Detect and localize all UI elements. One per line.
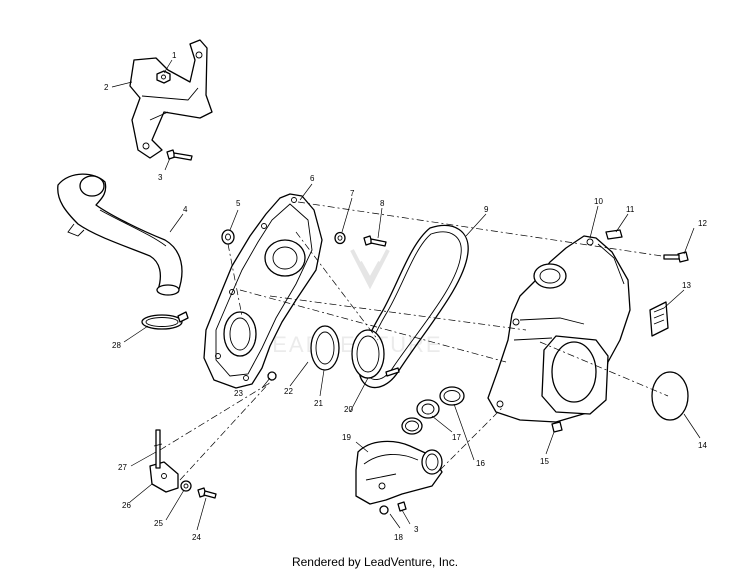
coupling-part-17[interactable] bbox=[416, 399, 440, 419]
seal-part-22[interactable] bbox=[310, 325, 340, 371]
callout-22: 22 bbox=[284, 387, 293, 396]
hex-nut-part-1[interactable] bbox=[156, 70, 171, 84]
callout-4: 4 bbox=[183, 205, 188, 214]
screw-part-20[interactable] bbox=[385, 367, 400, 377]
clamp-part-16-upper[interactable] bbox=[439, 386, 465, 406]
screw-part-3-lower[interactable] bbox=[397, 501, 407, 512]
washer-part-18[interactable] bbox=[379, 505, 389, 515]
callout-16: 16 bbox=[476, 459, 485, 468]
watermark-text: LEADVENTURE bbox=[258, 332, 443, 357]
callout-5: 5 bbox=[236, 199, 241, 208]
inner-cover-plate[interactable] bbox=[203, 193, 323, 389]
callout-15: 15 bbox=[540, 457, 549, 466]
callout-23: 23 bbox=[234, 389, 243, 398]
gasket-part-14[interactable] bbox=[651, 371, 689, 421]
hose-clamp-part-28[interactable] bbox=[141, 311, 189, 330]
callout-3-lower: 3 bbox=[414, 525, 419, 534]
assembly-lines bbox=[159, 201, 669, 481]
screw-part-15[interactable] bbox=[551, 421, 563, 433]
callout-27: 27 bbox=[118, 463, 127, 472]
callout-2: 2 bbox=[104, 83, 109, 92]
callout-6: 6 bbox=[310, 174, 315, 183]
outer-clutch-cover[interactable] bbox=[487, 235, 631, 423]
callout-8: 8 bbox=[380, 199, 385, 208]
callout-7: 7 bbox=[350, 189, 355, 198]
callout-25: 25 bbox=[154, 519, 163, 528]
callout-18: 18 bbox=[394, 533, 403, 542]
outlet-duct[interactable] bbox=[355, 440, 443, 505]
clip-part-27[interactable] bbox=[153, 429, 163, 469]
decal-part-13[interactable] bbox=[649, 301, 669, 337]
callout-12: 12 bbox=[698, 219, 707, 228]
seal-part-21[interactable] bbox=[351, 329, 385, 379]
callout-28: 28 bbox=[112, 341, 121, 350]
screw-part-3-upper[interactable] bbox=[166, 149, 193, 161]
clip-part-11[interactable] bbox=[605, 229, 623, 240]
footer-credit: Rendered by LeadVenture, Inc. bbox=[291, 555, 459, 569]
callout-19: 19 bbox=[342, 433, 351, 442]
intake-duct[interactable] bbox=[57, 173, 183, 296]
callout-13: 13 bbox=[682, 281, 691, 290]
drive-belt[interactable] bbox=[358, 224, 469, 389]
clamp-part-16-lower[interactable] bbox=[401, 417, 423, 435]
callout-1: 1 bbox=[172, 51, 177, 60]
callout-24: 24 bbox=[192, 533, 201, 542]
leader-lines bbox=[111, 59, 701, 531]
washer-part-25[interactable] bbox=[180, 480, 192, 492]
callout-9: 9 bbox=[484, 205, 489, 214]
callout-20: 20 bbox=[344, 405, 353, 414]
callout-11: 11 bbox=[626, 205, 635, 214]
callout-26: 26 bbox=[122, 501, 131, 510]
bolt-part-24[interactable] bbox=[197, 487, 217, 499]
callout-10: 10 bbox=[594, 197, 603, 206]
washer-part-7[interactable] bbox=[334, 231, 346, 245]
bracket-part-26[interactable] bbox=[149, 461, 179, 493]
screw-part-12[interactable] bbox=[663, 251, 689, 263]
mounting-bracket[interactable] bbox=[129, 39, 213, 159]
callout-17: 17 bbox=[452, 433, 461, 442]
callout-labels: 1 2 3 4 5 6 7 8 9 10 11 12 13 14 15 16 1… bbox=[104, 51, 707, 542]
callout-21: 21 bbox=[314, 399, 323, 408]
screw-part-8[interactable] bbox=[363, 235, 387, 247]
callout-3-upper: 3 bbox=[158, 173, 163, 182]
washer-part-5[interactable] bbox=[221, 229, 235, 245]
callout-14: 14 bbox=[698, 441, 707, 450]
